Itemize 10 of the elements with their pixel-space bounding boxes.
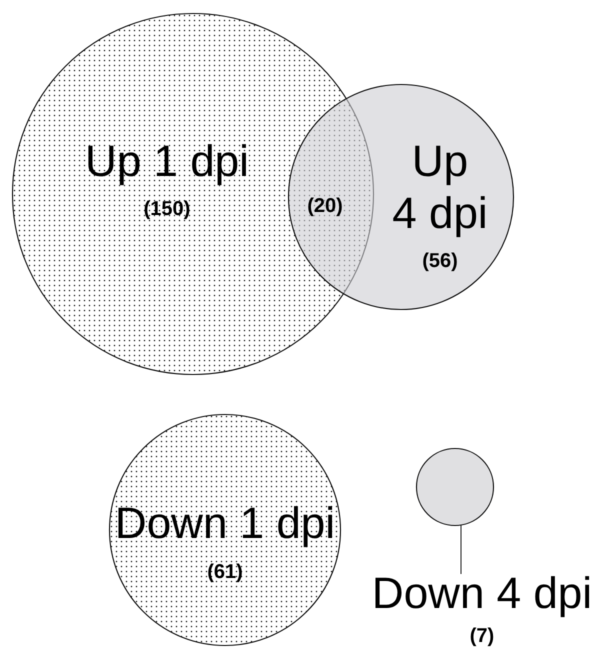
count-label: (7) [468, 625, 496, 647]
set-label: Up 1 dpi [84, 138, 250, 186]
count-label: (150) [142, 198, 192, 220]
set-label: Down 1 dpi [114, 500, 336, 548]
set-label: Up 4 dpi [391, 136, 489, 240]
set-label: Down 4 dpi [370, 570, 594, 618]
count-label: (20) [306, 195, 344, 217]
count-label: (61) [206, 561, 244, 583]
leader-line [460, 525, 462, 574]
count-label: (56) [421, 250, 459, 272]
